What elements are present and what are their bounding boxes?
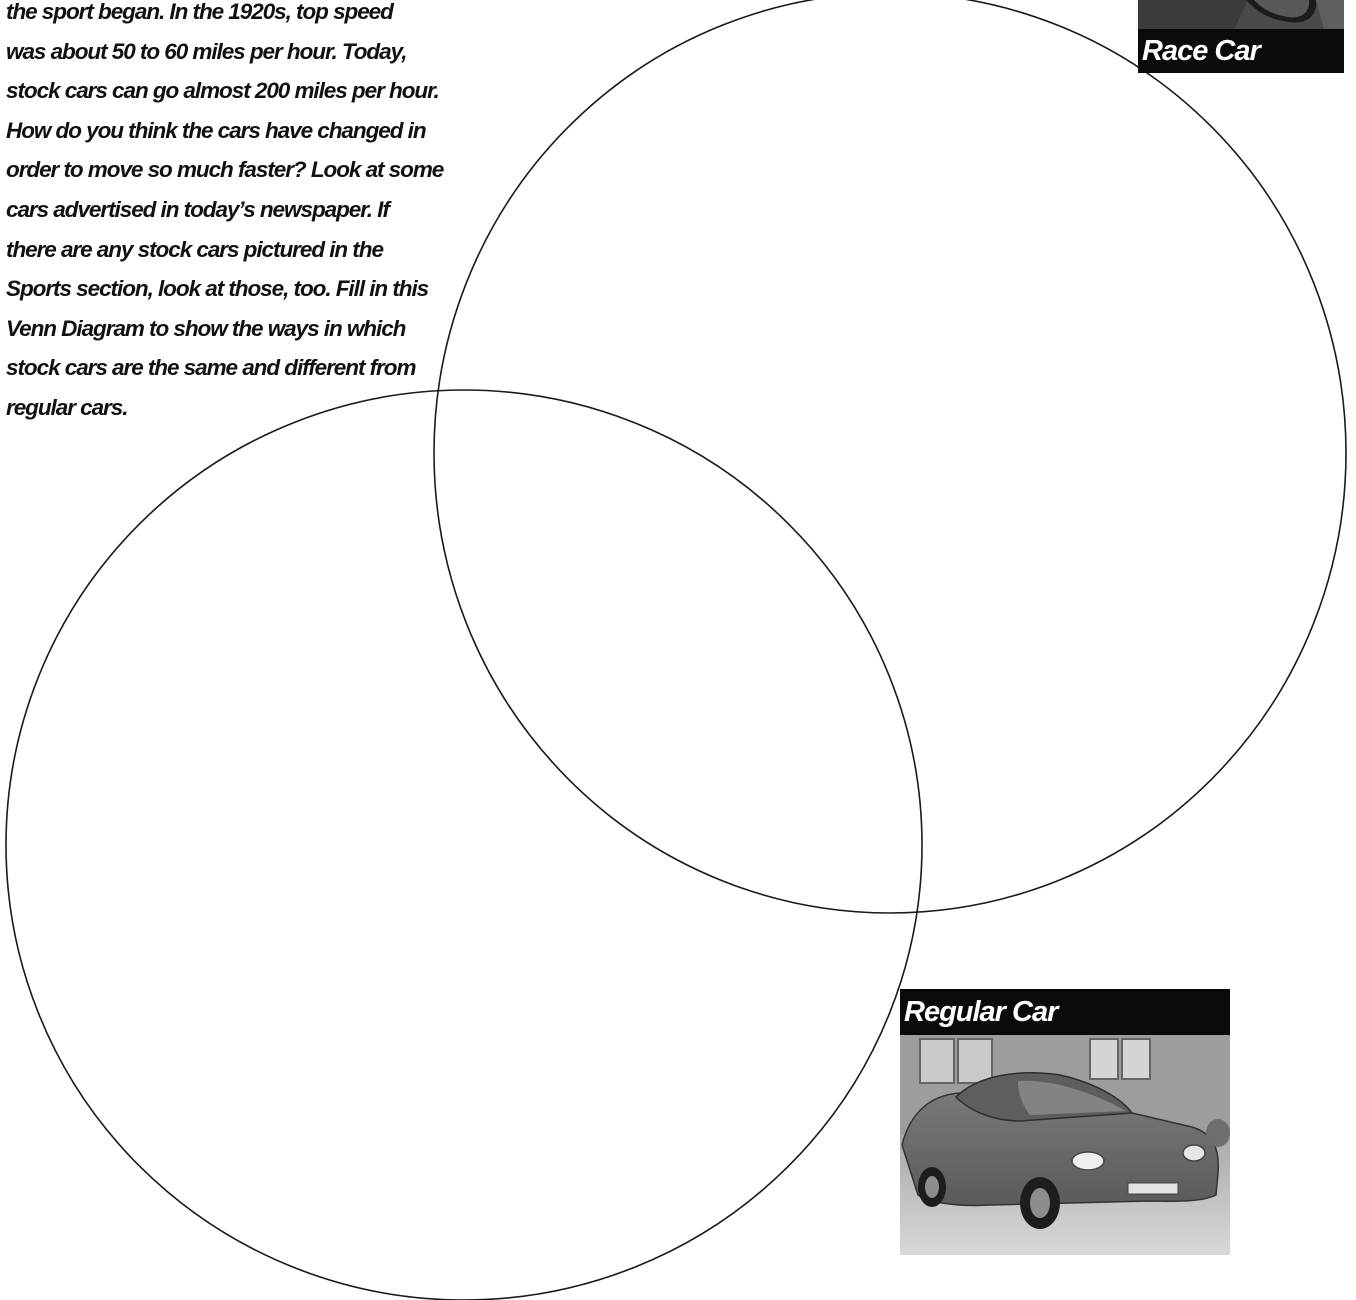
instructions-line: Sports section, look at those, too. Fill… [6, 276, 429, 302]
instructions-line: cars advertised in today’s newspaper. If [6, 196, 390, 222]
race-car-label: Race Car [1138, 29, 1344, 73]
venn-circle-regular-car [5, 389, 923, 1300]
instructions-line: stock cars can go almost 200 miles per h… [6, 78, 440, 104]
instructions-line: stock cars are the same and different fr… [6, 355, 416, 381]
race-car-photo [1138, 0, 1344, 29]
instructions-line: was about 50 to 60 miles per hour. Today… [6, 38, 407, 64]
venn-circle-race-car [433, 0, 1347, 914]
regular-car-photo [900, 1035, 1230, 1255]
instructions-line: regular cars. [6, 394, 128, 420]
regular-car-label: Regular Car [900, 989, 1230, 1035]
instructions-line: the sport began. In the 1920s, top speed [6, 0, 394, 24]
instructions-line: Venn Diagram to show the ways in which [6, 315, 406, 341]
instructions-line: order to move so much faster? Look at so… [6, 157, 444, 183]
instructions-line: there are any stock cars pictured in the [6, 236, 384, 262]
instructions-line: How do you think the cars have changed i… [6, 117, 427, 143]
instructions-text: the sport began. In the 1920s, top speed… [6, 0, 444, 428]
